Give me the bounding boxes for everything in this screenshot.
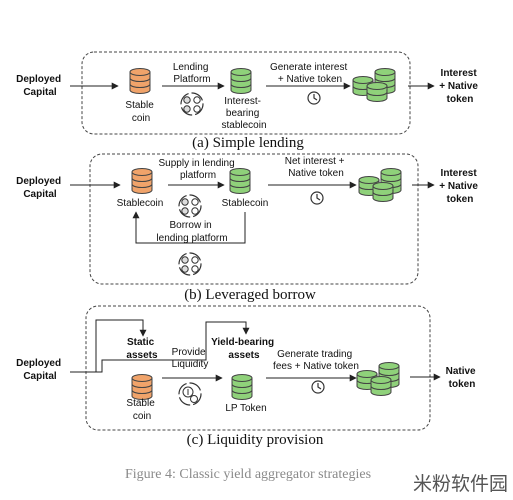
yield-coin-stack-icon — [231, 374, 253, 400]
static-assets-heading: Static assets — [126, 337, 158, 361]
coin-label: Stablecoin — [222, 198, 269, 209]
figure-caption: Figure 4: Classic yield aggregator strat… — [125, 467, 371, 482]
panel-frame — [85, 305, 431, 431]
panel-caption: (a) Simple lending — [192, 135, 304, 151]
stablecoin-stack-icon — [129, 68, 151, 94]
borrow-loop-arrow — [132, 211, 246, 244]
arrow-label: Generate trading fees + Native token — [273, 349, 359, 372]
stablecoin-stack-icon — [131, 168, 153, 194]
yield-coin-stack-icon — [229, 168, 251, 194]
output-label: Native token — [446, 366, 479, 390]
exchange-cycle-icon — [180, 92, 204, 116]
coin-label: LP Token — [225, 403, 266, 414]
input-arrow-yield — [70, 321, 250, 373]
panel-frame — [89, 153, 419, 285]
arrow-label: Lending Platform — [173, 62, 211, 85]
input-label: Deployed Capital — [16, 176, 64, 200]
output-coin-cluster-icon — [356, 362, 400, 396]
panel-liquidity-provision: Deployed Capital Static assets Stable co… — [16, 305, 479, 448]
exchange-cycle-icon — [178, 194, 202, 218]
exchange-cycle-icon — [178, 252, 202, 276]
clock-icon — [307, 91, 321, 105]
yield-coin-stack-icon — [230, 68, 252, 94]
coin-label: Stable coin — [126, 398, 157, 422]
arrow-label: Net interest + Native token — [285, 156, 348, 179]
output-label: Interest + Native token — [439, 168, 480, 205]
stablecoin-stack-icon — [131, 374, 153, 400]
panel-frame — [81, 51, 411, 135]
loop-label: Borrow in lending platform — [156, 220, 227, 244]
panel-caption: (c) Liquidity provision — [187, 432, 324, 448]
output-coin-cluster-icon — [352, 68, 396, 102]
panel-caption: (b) Leveraged borrow — [184, 287, 316, 303]
arrow-label: Provide Liquidity — [172, 347, 209, 370]
panel-simple-lending: Deployed Capital Stable coin Lending Pla… — [16, 51, 480, 151]
input-label: Deployed Capital — [16, 74, 64, 98]
clock-icon — [311, 380, 325, 394]
coin-label: Interest- bearing stablecoin — [221, 96, 266, 131]
watermark: 米粉软件园 — [413, 473, 508, 495]
panel-leveraged-borrow: Deployed Capital Stablecoin Supply in le… — [16, 153, 480, 303]
output-label: Interest + Native token — [439, 68, 480, 105]
coin-label: Stable coin — [125, 100, 156, 124]
output-coin-cluster-icon — [358, 168, 402, 202]
yield-assets-heading: Yield-bearing assets — [211, 337, 277, 361]
coin-label: Stablecoin — [117, 198, 164, 209]
dollar-cycle-icon — [178, 382, 202, 406]
arrow-label: Supply in lending platform — [159, 158, 238, 181]
clock-icon — [310, 191, 324, 205]
input-label: Deployed Capital — [16, 358, 64, 382]
arrow-label: Generate interest + Native token — [270, 62, 350, 85]
